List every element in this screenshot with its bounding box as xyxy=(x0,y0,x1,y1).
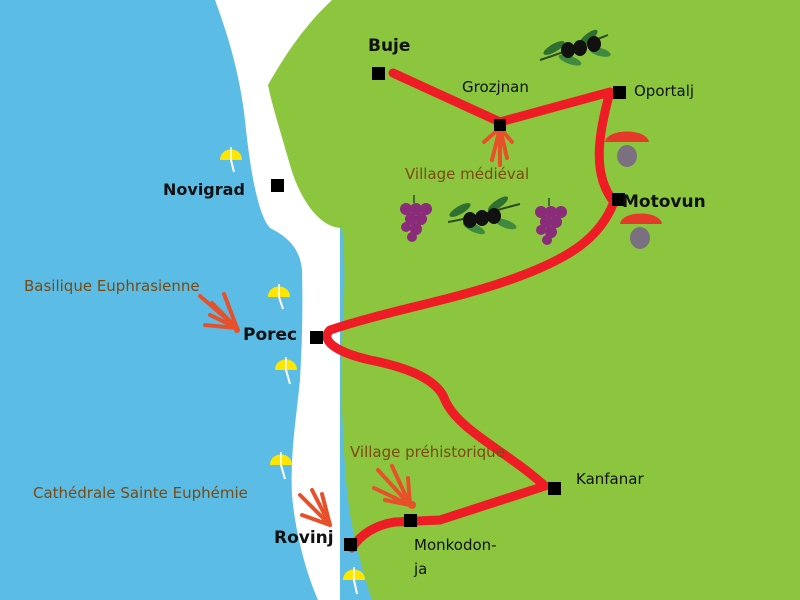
landmark-burst-icon xyxy=(198,292,239,330)
landmark-dot xyxy=(408,501,416,509)
beach-umbrella-icon xyxy=(268,284,290,310)
beach-umbrella-icon xyxy=(275,357,297,385)
town-marker-rovinj xyxy=(344,538,357,551)
town-label-porec: Porec xyxy=(243,325,298,345)
mushroom-icon xyxy=(605,131,649,167)
grape-bunch-icon xyxy=(400,195,432,242)
olive-branch-icon xyxy=(539,29,611,66)
town-label-buje: Buje xyxy=(368,36,411,56)
town-marker-motovun xyxy=(612,193,625,206)
landmark-dot xyxy=(234,327,240,333)
beach-umbrella-icon xyxy=(270,452,292,480)
town-marker-monkodonja xyxy=(404,514,417,527)
town-marker-novigrad xyxy=(271,179,284,192)
town-label-novigrad: Novigrad xyxy=(163,180,245,199)
beach-umbrella-icon xyxy=(343,567,365,595)
town-marker-oportalj xyxy=(613,86,626,99)
town-marker-buje xyxy=(372,67,385,80)
town-label-monkodonja-1: Monkodon- xyxy=(414,536,497,554)
town-label-oportalj: Oportalj xyxy=(634,82,695,100)
town-label-monkodonja-2: ja xyxy=(414,560,428,578)
town-label-kanfanar: Kanfanar xyxy=(576,470,644,488)
town-label-motovun: Motovun xyxy=(622,192,706,212)
landmark-burst-icon xyxy=(372,464,412,507)
town-label-rovinj: Rovinj xyxy=(274,528,334,548)
annotation-cathedrale: Cathédrale Sainte Euphémie xyxy=(33,484,248,502)
town-marker-kanfanar xyxy=(548,482,561,495)
olive-branch-icon xyxy=(447,196,521,235)
beach-umbrella-icon xyxy=(220,147,242,173)
mushroom-icon xyxy=(620,213,662,249)
annotation-village-prehistorique: Village préhistorique xyxy=(350,443,505,461)
town-label-grozjnan: Grozjnan xyxy=(462,78,529,96)
town-marker-grozjnan xyxy=(494,119,506,131)
town-marker-porec xyxy=(310,331,323,344)
annotation-village-medieval: Village médiéval xyxy=(405,165,530,183)
land xyxy=(268,0,800,600)
grape-bunch-icon xyxy=(535,198,567,245)
landmark-burst-icon xyxy=(298,488,332,527)
annotation-basilique: Basilique Euphrasienne xyxy=(24,277,200,295)
